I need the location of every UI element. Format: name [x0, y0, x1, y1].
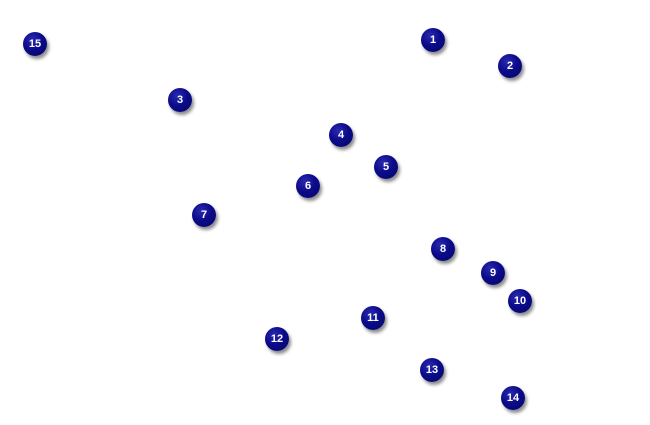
- marker-label: 6: [304, 179, 312, 192]
- marker-label: 10: [513, 294, 527, 307]
- marker-6[interactable]: 6: [296, 174, 320, 198]
- marker-10[interactable]: 10: [508, 289, 532, 313]
- marker-label: 15: [28, 37, 42, 50]
- marker-4[interactable]: 4: [329, 123, 353, 147]
- marker-label: 5: [382, 160, 390, 173]
- marker-label: 2: [506, 59, 514, 72]
- marker-15[interactable]: 15: [23, 32, 47, 56]
- marker-12[interactable]: 12: [265, 327, 289, 351]
- marker-13[interactable]: 13: [420, 358, 444, 382]
- marker-label: 11: [367, 311, 379, 324]
- marker-label: 14: [506, 391, 520, 404]
- marker-label: 13: [425, 363, 439, 376]
- marker-11[interactable]: 11: [361, 306, 385, 330]
- marker-3[interactable]: 3: [168, 88, 192, 112]
- marker-label: 3: [176, 93, 184, 106]
- marker-7[interactable]: 7: [192, 203, 216, 227]
- marker-8[interactable]: 8: [431, 237, 455, 261]
- marker-label: 8: [439, 242, 447, 255]
- marker-label: 1: [429, 33, 437, 46]
- marker-5[interactable]: 5: [374, 155, 398, 179]
- marker-14[interactable]: 14: [501, 386, 525, 410]
- marker-label: 7: [200, 208, 208, 221]
- marker-1[interactable]: 1: [421, 28, 445, 52]
- marker-2[interactable]: 2: [498, 54, 522, 78]
- marker-label: 12: [270, 332, 284, 345]
- marker-9[interactable]: 9: [481, 261, 505, 285]
- marker-label: 9: [489, 266, 497, 279]
- marker-label: 4: [337, 128, 345, 141]
